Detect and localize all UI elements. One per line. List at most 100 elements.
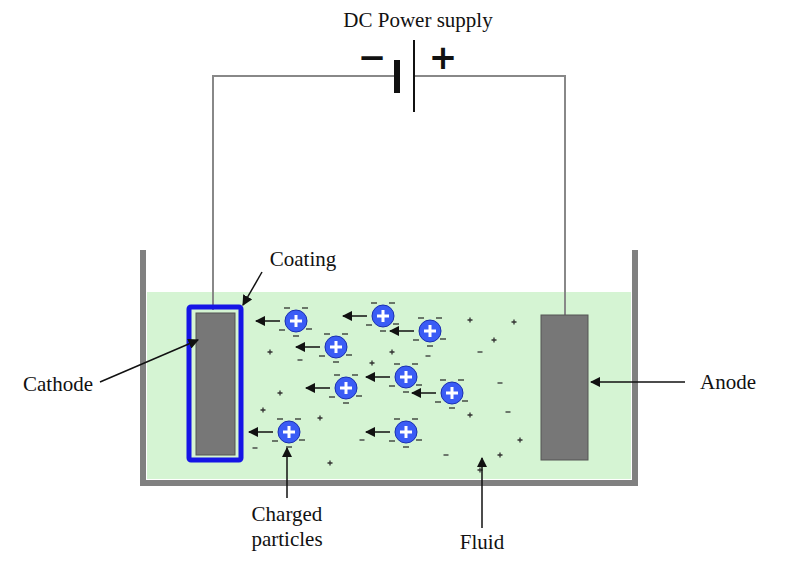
particle-charge [283,426,295,438]
part-label: Fluid [460,530,504,555]
particle [441,382,463,404]
shell-charge [416,439,422,440]
part-label: Cathode [23,372,93,397]
shell-charge [394,418,400,419]
particle-charge [377,310,389,322]
tank [143,250,635,483]
motion-arrow [256,320,280,322]
shell-charge [352,374,358,375]
negative-ion [478,351,483,352]
shell-charge [366,324,372,325]
shell-charge [334,374,340,375]
shell-charge [356,395,362,396]
charged-particles [249,303,468,447]
particle [419,320,441,342]
shell-charge [346,354,352,355]
positive-ion [390,350,395,355]
wire [413,76,565,316]
motion-arrow [412,392,436,394]
positive-ion [498,453,503,458]
negative-ion [253,447,258,448]
shell-charge [418,317,424,318]
shell-charge [380,330,386,331]
positive-ion [370,361,375,366]
shell-charge [462,400,468,401]
shell-charge [440,338,446,339]
shell-charge [393,323,399,324]
particle-charge [400,371,412,383]
minus-sign: − [358,40,387,74]
shell-charge [412,363,418,364]
positive-ion [328,461,333,466]
shell-charge [302,307,308,308]
motion-arrow [366,431,390,433]
shell-charge [279,329,285,330]
part-label: Anode [700,370,756,395]
shell-charge [412,418,418,419]
negative-ion [426,355,431,356]
particle-charge [400,426,412,438]
shell-charge [343,402,349,403]
shell-charge [440,379,446,380]
part-label: Charged particles [232,502,342,552]
plus-sign: + [429,40,458,74]
negative-ion [444,454,449,455]
shell-charge [324,333,330,334]
motion-arrow [343,315,367,317]
positive-ion [518,438,523,443]
shell-charge [306,328,312,329]
shell-charge [403,446,409,447]
shell-charge [449,407,455,408]
particle [335,377,357,399]
leader-line [243,272,262,305]
shell-charge [413,339,419,340]
particle [372,305,394,327]
leader-line [100,340,198,382]
particle [395,421,417,443]
particle [395,366,417,388]
shell-charge [371,302,377,303]
shell-charge [299,439,305,440]
anode-plate [541,315,588,460]
particle-charge [424,325,436,337]
particle [278,421,300,443]
particle-charge [290,315,302,327]
shell-charge [295,418,301,419]
negative-ion [498,382,503,383]
motion-arrow [249,431,273,433]
shell-charge [403,391,409,392]
shell-charge [284,307,290,308]
title-label: DC Power supply [343,8,492,33]
positive-ion [468,413,473,418]
particle-charge [330,341,342,353]
negative-ion [298,359,303,360]
wire [213,76,398,310]
motion-arrow [306,387,330,389]
motion-arrow [390,330,414,332]
coating [189,307,241,460]
particle [285,310,307,332]
leader-line [591,381,685,383]
motion-arrow [366,376,390,378]
shell-charge [389,440,395,441]
particle-charge [446,387,458,399]
part-label: Coating [270,247,337,272]
shell-charge [435,401,441,402]
leader-line [286,448,288,498]
negative-ion [506,411,511,412]
particle [325,336,347,358]
shell-charge [286,446,292,447]
fluid [147,292,631,479]
battery-negative-plate [394,60,400,93]
shell-charge [272,440,278,441]
shell-charge [394,363,400,364]
positive-ion [468,318,473,323]
particle-charge [340,382,352,394]
positive-ion [492,338,497,343]
shell-charge [342,333,348,334]
cathode-plate [196,313,235,455]
shell-charge [436,317,442,318]
shell-charge [293,335,299,336]
